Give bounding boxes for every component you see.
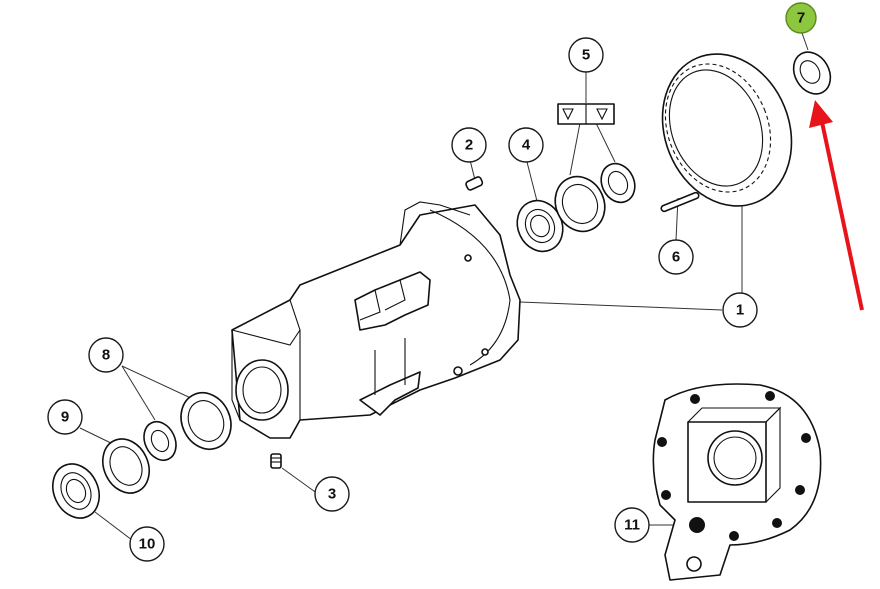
svg-text:3: 3 <box>328 486 336 503</box>
svg-text:11: 11 <box>624 517 640 534</box>
svg-text:9: 9 <box>61 409 69 426</box>
svg-text:10: 10 <box>139 536 156 553</box>
callout-6: 6 <box>658 239 694 275</box>
housing <box>231 201 521 439</box>
svg-text:6: 6 <box>672 249 680 266</box>
callout-11: 11 <box>614 507 650 543</box>
ring-gear <box>661 53 793 207</box>
svg-text:5: 5 <box>582 47 590 64</box>
red-arrow-indicator <box>809 100 864 311</box>
svg-text:7: 7 <box>797 10 805 27</box>
rod-pin-part-6 <box>660 191 700 213</box>
svg-text:8: 8 <box>102 347 110 364</box>
callout-1: 1 <box>722 292 758 328</box>
callout-2: 2 <box>451 127 487 163</box>
callout-9: 9 <box>47 399 83 435</box>
bearing-cup-part-8 <box>143 392 232 462</box>
svg-text:2: 2 <box>465 137 473 154</box>
washer-part-7 <box>792 51 832 95</box>
flange-cover-part-11 <box>652 383 822 581</box>
seal-part-10 <box>52 463 100 519</box>
callout-4: 4 <box>508 127 544 163</box>
svg-text:4: 4 <box>522 137 531 154</box>
callout-3: 3 <box>314 476 350 512</box>
dowel-pin-part-2 <box>465 176 484 191</box>
callout-7: 7 <box>785 2 817 34</box>
callout-8: 8 <box>88 337 124 373</box>
callout-10: 10 <box>129 526 165 562</box>
seal-ring-part-4 <box>516 199 564 253</box>
callout-5: 5 <box>568 37 604 73</box>
grub-screw-part-3 <box>270 453 282 469</box>
bearing-race-part-9 <box>102 438 150 494</box>
leader-lines <box>79 32 809 541</box>
svg-text:1: 1 <box>736 302 744 319</box>
bearing-set-part-5 <box>554 103 636 233</box>
